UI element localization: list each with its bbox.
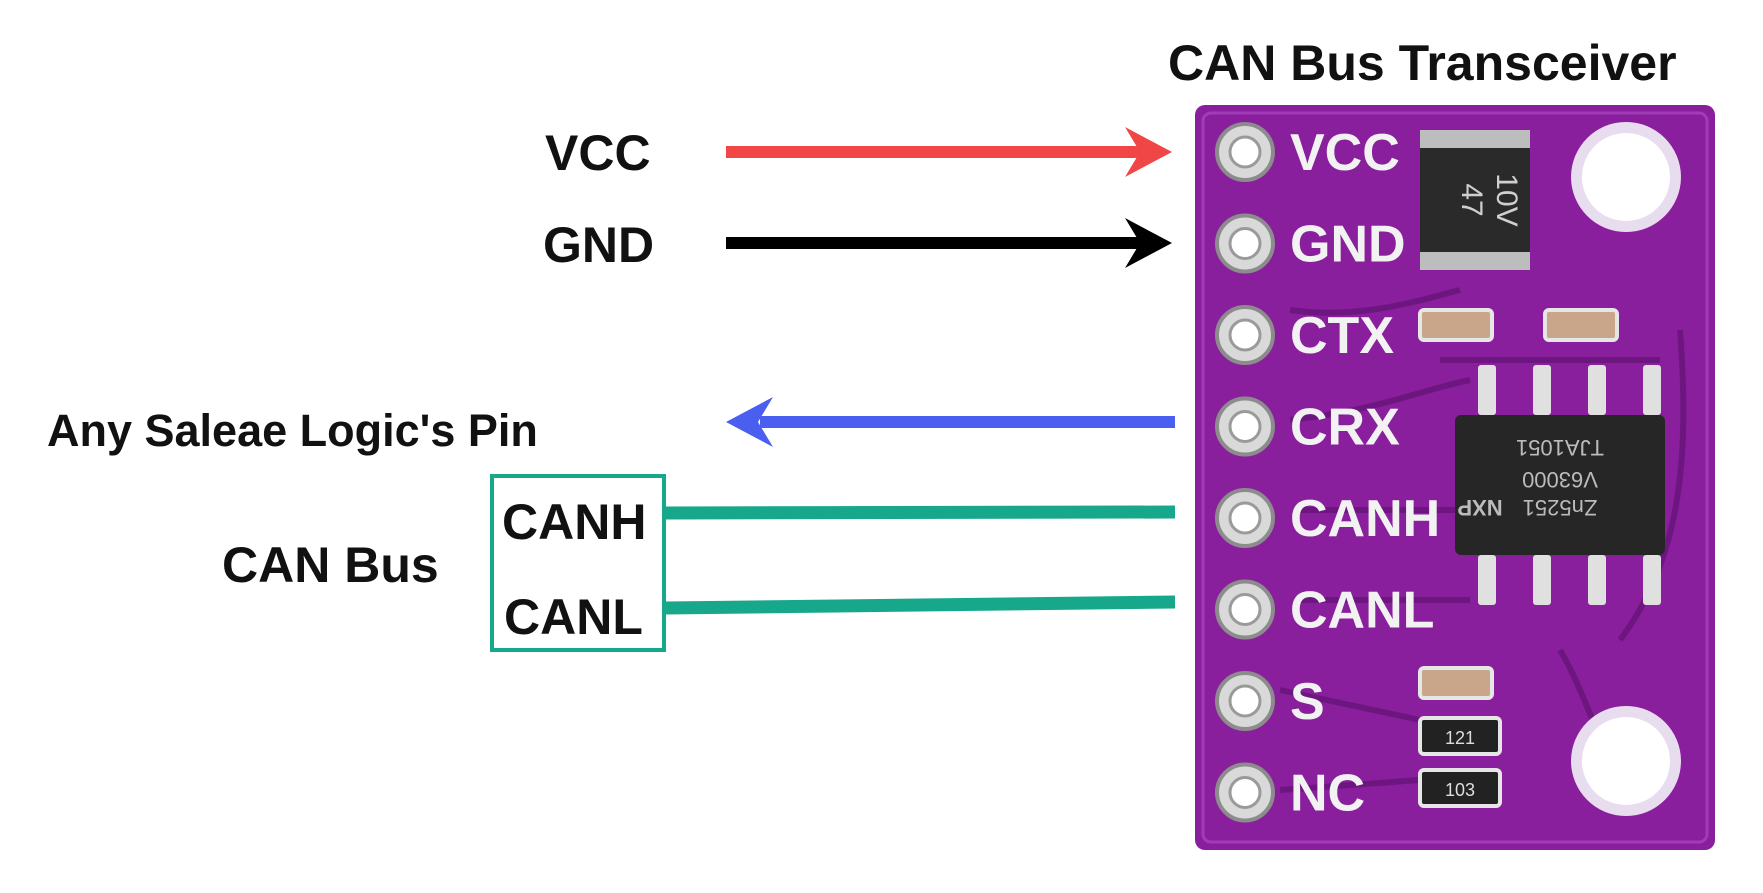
pin-hole-canl [1230,595,1260,625]
pin-hole-nc [1230,778,1260,808]
can-bus-label: CAN Bus [222,540,439,590]
chip-leg-bottom-2 [1533,555,1551,605]
pin-hole-vcc [1230,137,1260,167]
canh-label: CANH [502,497,646,547]
saleae-pin-label: Any Saleae Logic's Pin [47,408,538,453]
pin-label-s: S [1290,673,1325,731]
pin-hole-gnd [1230,229,1260,259]
mount-hole-top-inner [1582,133,1670,221]
canl-label: CANL [504,592,643,642]
chip-leg-top-3 [1588,365,1606,415]
pin-label-ctx: CTX [1290,307,1394,365]
capacitor-marking-1: 47 [1455,183,1488,216]
pin-label-canl: CANL [1290,582,1434,640]
pin-label-nc: NC [1290,765,1365,823]
chip-brand: NXP [1457,495,1502,520]
canh-wire [666,512,1175,513]
can-transceiver-board: VCC GND CTX CRX CANH CANL S NC 47 10V 121 103 [1195,105,1715,850]
pin-label-crx: CRX [1290,399,1400,457]
chip-leg-top-2 [1533,365,1551,415]
chip-leg-top-4 [1643,365,1661,415]
capacitor-marking-2: 10V [1490,173,1523,226]
chip-marking-3: V63000 [1522,467,1598,492]
pin-hole-canh [1230,503,1260,533]
pin-label-canh: CANH [1290,490,1440,548]
pin-hole-s [1230,686,1260,716]
pin-label-vcc: VCC [1290,124,1400,182]
pin-hole-crx [1230,412,1260,442]
vcc-label: VCC [545,128,651,178]
mount-hole-bottom-inner [1582,717,1670,805]
chip-leg-bottom-1 [1478,555,1496,605]
canl-wire [666,602,1175,608]
pin-hole-ctx [1230,320,1260,350]
chip-marking-4: TJA1051 [1516,435,1604,460]
chip-marking-2: Zn5251 [1523,495,1598,520]
chip-leg-bottom-4 [1643,555,1661,605]
tantalum-capacitor: 47 10V [1420,130,1530,270]
board-title: CAN Bus Transceiver [1168,38,1677,88]
wires [666,127,1175,608]
chip-leg-top-1 [1478,365,1496,415]
resistor-121-marking: 121 [1445,728,1475,748]
pin-label-gnd: GND [1290,216,1406,274]
resistor-103-marking: 103 [1445,780,1475,800]
chip-leg-bottom-3 [1588,555,1606,605]
gnd-label: GND [543,220,654,270]
